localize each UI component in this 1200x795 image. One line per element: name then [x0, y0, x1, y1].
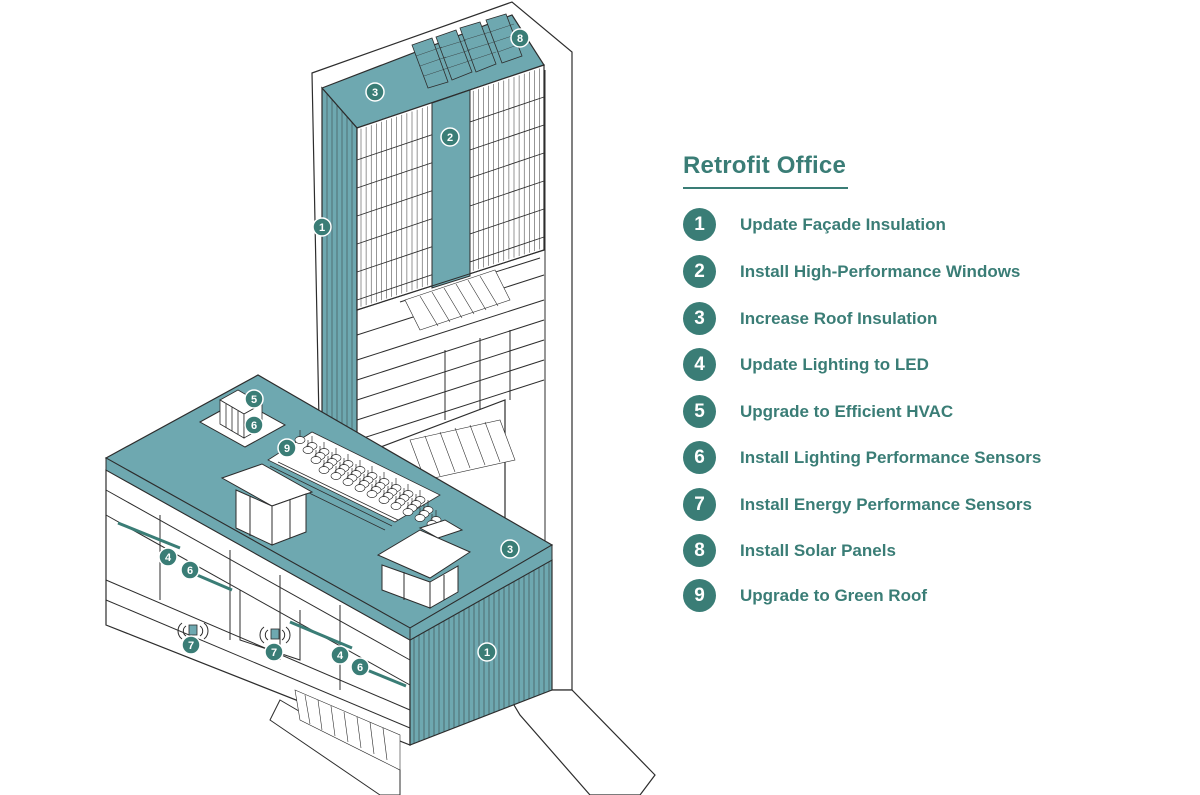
legend-number-badge: 3: [683, 302, 716, 335]
legend-label: Install Energy Performance Sensors: [740, 495, 1032, 514]
svg-text:1: 1: [319, 222, 325, 234]
legend-item-4: 4 Update Lighting to LED: [683, 348, 1153, 382]
svg-text:4: 4: [337, 650, 344, 662]
marker-2: 2: [440, 127, 460, 147]
legend-number-badge: 9: [683, 579, 716, 612]
svg-text:7: 7: [188, 640, 194, 652]
legend-label: Upgrade to Efficient HVAC: [740, 402, 954, 421]
legend-number-badge: 7: [683, 488, 716, 521]
svg-text:4: 4: [165, 552, 172, 564]
marker-4: 4: [330, 645, 350, 665]
legend-number-badge: 6: [683, 441, 716, 474]
svg-text:5: 5: [251, 394, 257, 406]
legend-label: Increase Roof Insulation: [740, 309, 938, 328]
legend-label: Install High-Performance Windows: [740, 262, 1021, 281]
legend-number-badge: 4: [683, 348, 716, 381]
legend-item-3: 3 Increase Roof Insulation: [683, 302, 1153, 336]
svg-text:7: 7: [271, 647, 277, 659]
legend-title: Retrofit Office: [683, 152, 847, 179]
marker-6: 6: [180, 560, 200, 580]
marker-1: 1: [312, 217, 332, 237]
legend-item-2: 2 Install High-Performance Windows: [683, 255, 1153, 289]
marker-6: 6: [244, 415, 264, 435]
legend-item-1: 1 Update Façade Insulation: [683, 208, 1153, 242]
window-strip: [431, 89, 471, 289]
legend-label: Install Solar Panels: [740, 541, 896, 560]
legend-number-badge: 1: [683, 208, 716, 241]
legend-item-9: 9 Upgrade to Green Roof: [683, 579, 1153, 613]
marker-3: 3: [365, 82, 385, 102]
svg-text:3: 3: [507, 544, 513, 556]
svg-text:2: 2: [447, 132, 453, 144]
svg-text:3: 3: [372, 87, 378, 99]
marker-3: 3: [500, 539, 520, 559]
svg-text:1: 1: [484, 647, 490, 659]
legend-item-6: 6 Install Lighting Performance Sensors: [683, 441, 1153, 475]
svg-text:6: 6: [187, 565, 193, 577]
legend-label: Update Lighting to LED: [740, 355, 929, 374]
legend-label: Update Façade Insulation: [740, 215, 946, 234]
svg-text:9: 9: [284, 443, 290, 455]
legend-number-badge: 5: [683, 395, 716, 428]
legend-number-badge: 8: [683, 534, 716, 567]
marker-4: 4: [158, 547, 178, 567]
marker-7: 7: [181, 635, 201, 655]
svg-text:6: 6: [357, 662, 363, 674]
svg-text:8: 8: [517, 33, 523, 45]
legend-item-8: 8 Install Solar Panels: [683, 534, 1153, 568]
marker-5: 5: [244, 389, 264, 409]
marker-7: 7: [264, 642, 284, 662]
svg-text:6: 6: [251, 420, 257, 432]
legend-item-5: 5 Upgrade to Efficient HVAC: [683, 395, 1153, 429]
title-underline: [683, 187, 848, 189]
marker-9: 9: [277, 438, 297, 458]
legend-label: Install Lighting Performance Sensors: [740, 448, 1042, 467]
legend-item-7: 7 Install Energy Performance Sensors: [683, 488, 1153, 522]
marker-1: 1: [477, 642, 497, 662]
marker-6: 6: [350, 657, 370, 677]
marker-8: 8: [510, 28, 530, 48]
legend-number-badge: 2: [683, 255, 716, 288]
legend-label: Upgrade to Green Roof: [740, 586, 928, 605]
